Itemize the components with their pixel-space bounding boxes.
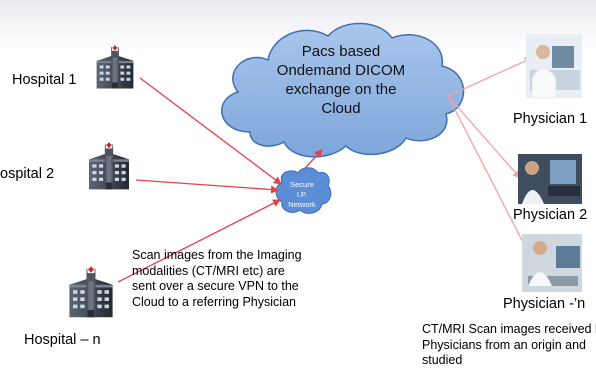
scan-note-line: sent over a secure VPN to the: [132, 279, 299, 293]
hospital-n-label: Hospital – n: [24, 332, 101, 348]
arrow-network-to-cloud: [304, 149, 323, 169]
secure-network-label: Secure I.P. Network: [281, 180, 323, 210]
arrow-physician-2: [447, 95, 521, 179]
physician-2-label: Physician 2: [513, 207, 588, 223]
hospital-n-icon: [69, 265, 113, 318]
cloud-line: Ondemand DICOM: [276, 62, 406, 79]
arrow-physician-n: [447, 95, 531, 257]
physician-2-photo: [518, 154, 582, 204]
secure-network-shape: [275, 167, 332, 214]
physician-1-label: Physician 1: [513, 111, 588, 127]
scan-note-line: Cloud to a referring Physician: [132, 294, 296, 309]
received-images-note: CT/MRI Scan images received b Physicians…: [422, 322, 596, 370]
arrow-hospital-n: [117, 199, 281, 283]
scan-note-line: modalities (CT/MRI etc) are: [132, 263, 285, 278]
received-note-line: Physicians from an origin and: [422, 337, 586, 352]
hospital-2-icon: [89, 141, 129, 190]
arrow-physician-1: [447, 57, 533, 97]
received-note-line: studied: [422, 353, 463, 367]
physician-n-photo: [522, 234, 582, 292]
received-note-line: CT/MRI Scan images received b: [422, 322, 596, 336]
cloud-line: Pacs based: [301, 43, 381, 60]
cloud-line: exchange on the: [285, 81, 397, 98]
cloud-label: Pacs based Ondemand DICOM exchange on th…: [256, 42, 426, 118]
scan-note-line: Scan images from the Imaging: [132, 248, 302, 262]
vpn-line: Secure: [290, 180, 314, 189]
physician-1-photo: [526, 34, 582, 99]
physician-n-label: Physician -’n: [503, 296, 586, 312]
hospital-1-label: Hospital 1: [12, 72, 77, 88]
arrow-hospital-1: [139, 77, 282, 185]
cloud-shape: [221, 22, 465, 158]
cloud-line: Cloud: [321, 100, 361, 117]
hospital-1-icon: [96, 44, 134, 89]
arrow-hospital-2: [135, 179, 279, 194]
vpn-line: I.P.: [296, 190, 308, 199]
hospital-2-label: ospital 2: [0, 166, 55, 182]
scan-images-note: Scan images from the Imaging modalities …: [132, 248, 332, 310]
vpn-line: Network: [288, 200, 316, 209]
